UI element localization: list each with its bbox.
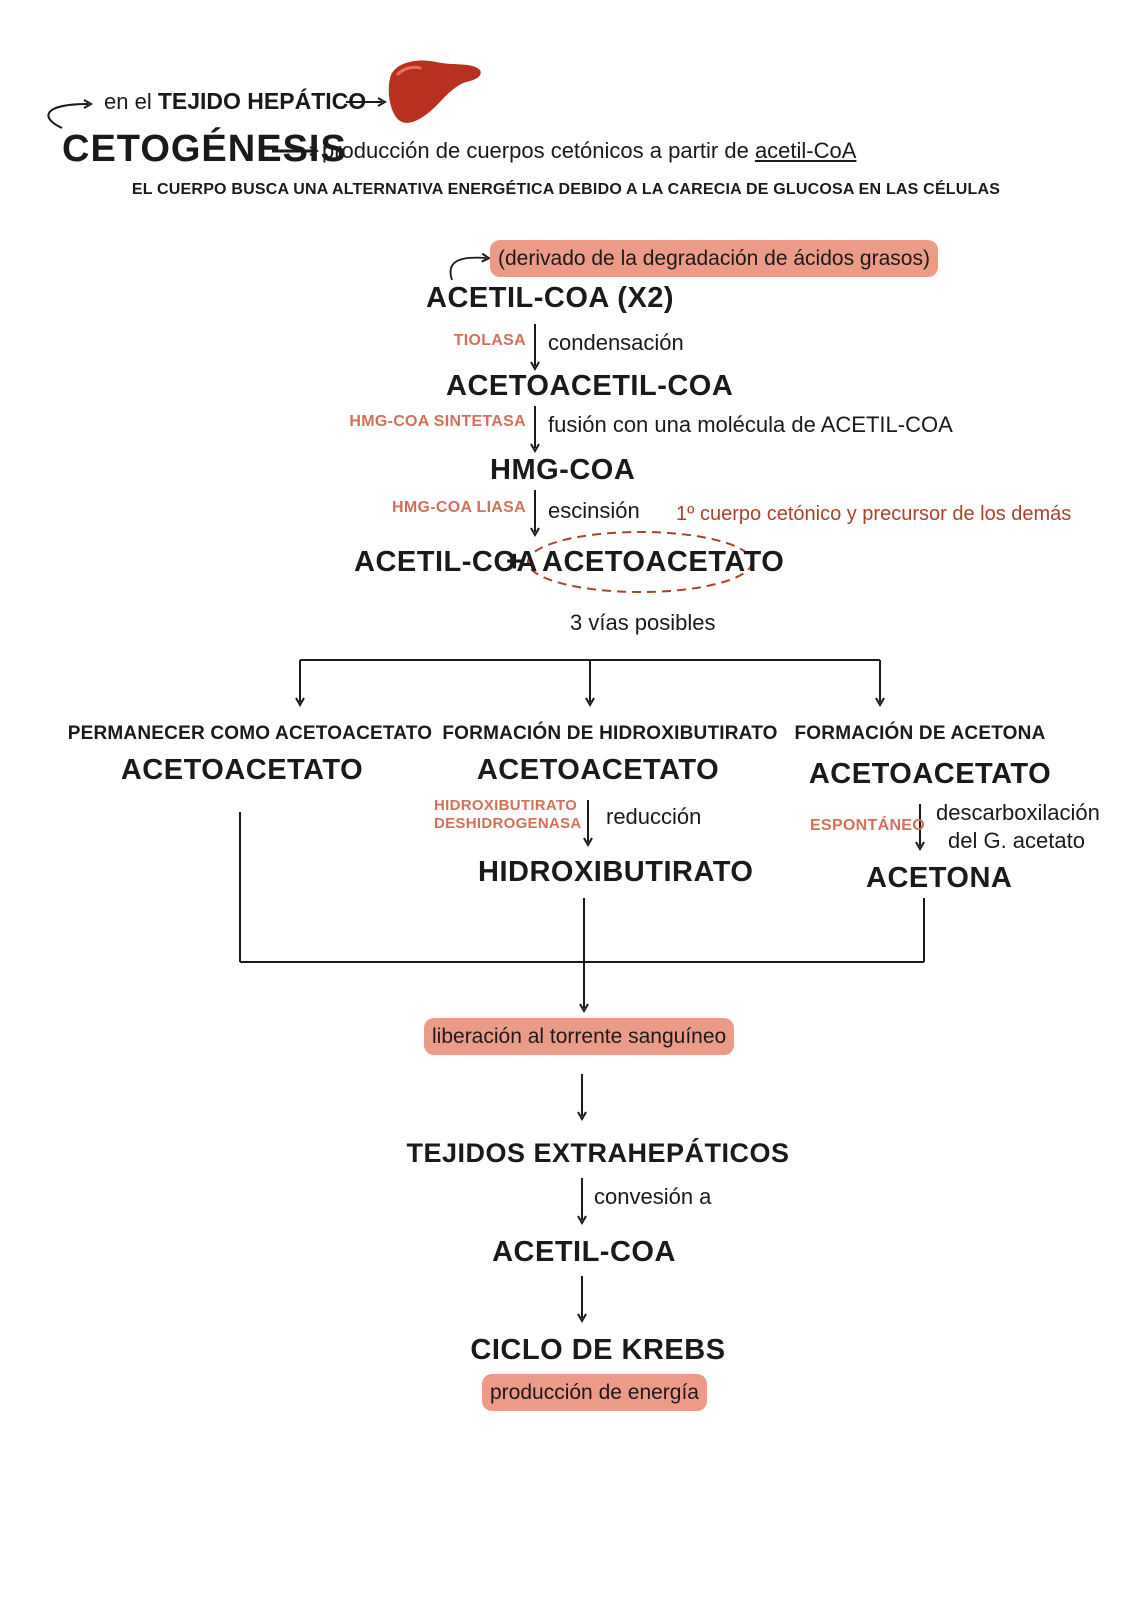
route1-compound: ACETOACETATO [120, 754, 364, 786]
krebs-cycle: CICLO DE KREBS [470, 1334, 726, 1366]
route3-process-line2: del G. acetato [948, 828, 1085, 853]
step2-compound: ACETOACETIL-COA [446, 370, 734, 402]
product-acetyl-coa: ACETIL-COA [354, 546, 538, 578]
acetoacetate-highlight-ellipse [527, 531, 753, 593]
first-ketone-note: 1º cuerpo cetónico y precursor de los de… [676, 503, 1072, 525]
route3-process-line1: descarboxilación [936, 800, 1100, 825]
route3-enzyme: ESPONTÁNEO [810, 817, 926, 834]
location-prefix: en el [104, 89, 152, 114]
product-acetoacetate: ACETOACETATO [542, 546, 785, 578]
step3-enzyme: HMG-COA LIASA [392, 499, 526, 516]
route3-compound: ACETOACETATO [808, 758, 1052, 790]
route2-process: reducción [606, 804, 702, 829]
route2-enzyme-line1: HIDROXIBUTIRATO [434, 797, 578, 814]
page-title: CETOGÉNESIS [62, 128, 347, 170]
step2-enzyme: HMG-COA SINTETASA [349, 413, 526, 430]
definition-text: producción de cuerpos cetónicos a partir… [322, 138, 749, 163]
location-curved-arrow [47, 104, 88, 129]
location-line: en el TEJIDO HEPÁTICO [104, 90, 366, 113]
extrahepatic-tissues: TEJIDOS EXTRAHEPÁTICOS [406, 1138, 790, 1168]
step1-process: condensación [548, 330, 684, 355]
location-tissue: TEJIDO HEPÁTICO [157, 88, 367, 114]
conversion-label: convesión a [594, 1184, 712, 1209]
route3-result: ACETONA [866, 862, 1013, 894]
route2-compound: ACETOACETATO [476, 754, 720, 786]
route3-heading: FORMACIÓN DE ACETONA [794, 723, 1046, 744]
product-plus: + [506, 546, 524, 578]
step1-enzyme: TIOLASA [453, 332, 526, 349]
step3-compound: HMG-COA [490, 454, 636, 486]
route2-enzyme-line2: DESHIDROGENASA [434, 815, 582, 832]
route2-result: HIDROXIBUTIRATO [478, 856, 754, 888]
outcome-acetyl-coa: ACETIL-COA [492, 1236, 676, 1268]
route2-heading: FORMACIÓN DE HIDROXIBUTIRATO [442, 723, 778, 744]
subtitle: EL CUERPO BUSCA UNA ALTERNATIVA ENERGÉTI… [131, 181, 1001, 198]
definition-acetyl-coa: acetil-CoA [754, 138, 857, 163]
origin-curved-arrow [449, 258, 486, 281]
step1-compound: ACETIL-COA (X2) [426, 282, 675, 314]
routes-label: 3 vías posibles [570, 610, 716, 635]
step3-process: escinsión [548, 498, 640, 523]
release-pill: liberación al torrente sanguíneo [424, 1018, 735, 1055]
energy-pill: producción de energía [482, 1374, 707, 1411]
step2-process: fusión con una molécula de ACETIL-COA [548, 412, 953, 437]
liver-icon [388, 60, 481, 123]
definition-line: producción de cuerpos cetónicos a partir… [322, 140, 856, 162]
origin-note-pill: (derivado de la degradación de ácidos gr… [490, 240, 938, 277]
route1-heading: PERMANECER COMO ACETOACETATO [67, 723, 433, 744]
